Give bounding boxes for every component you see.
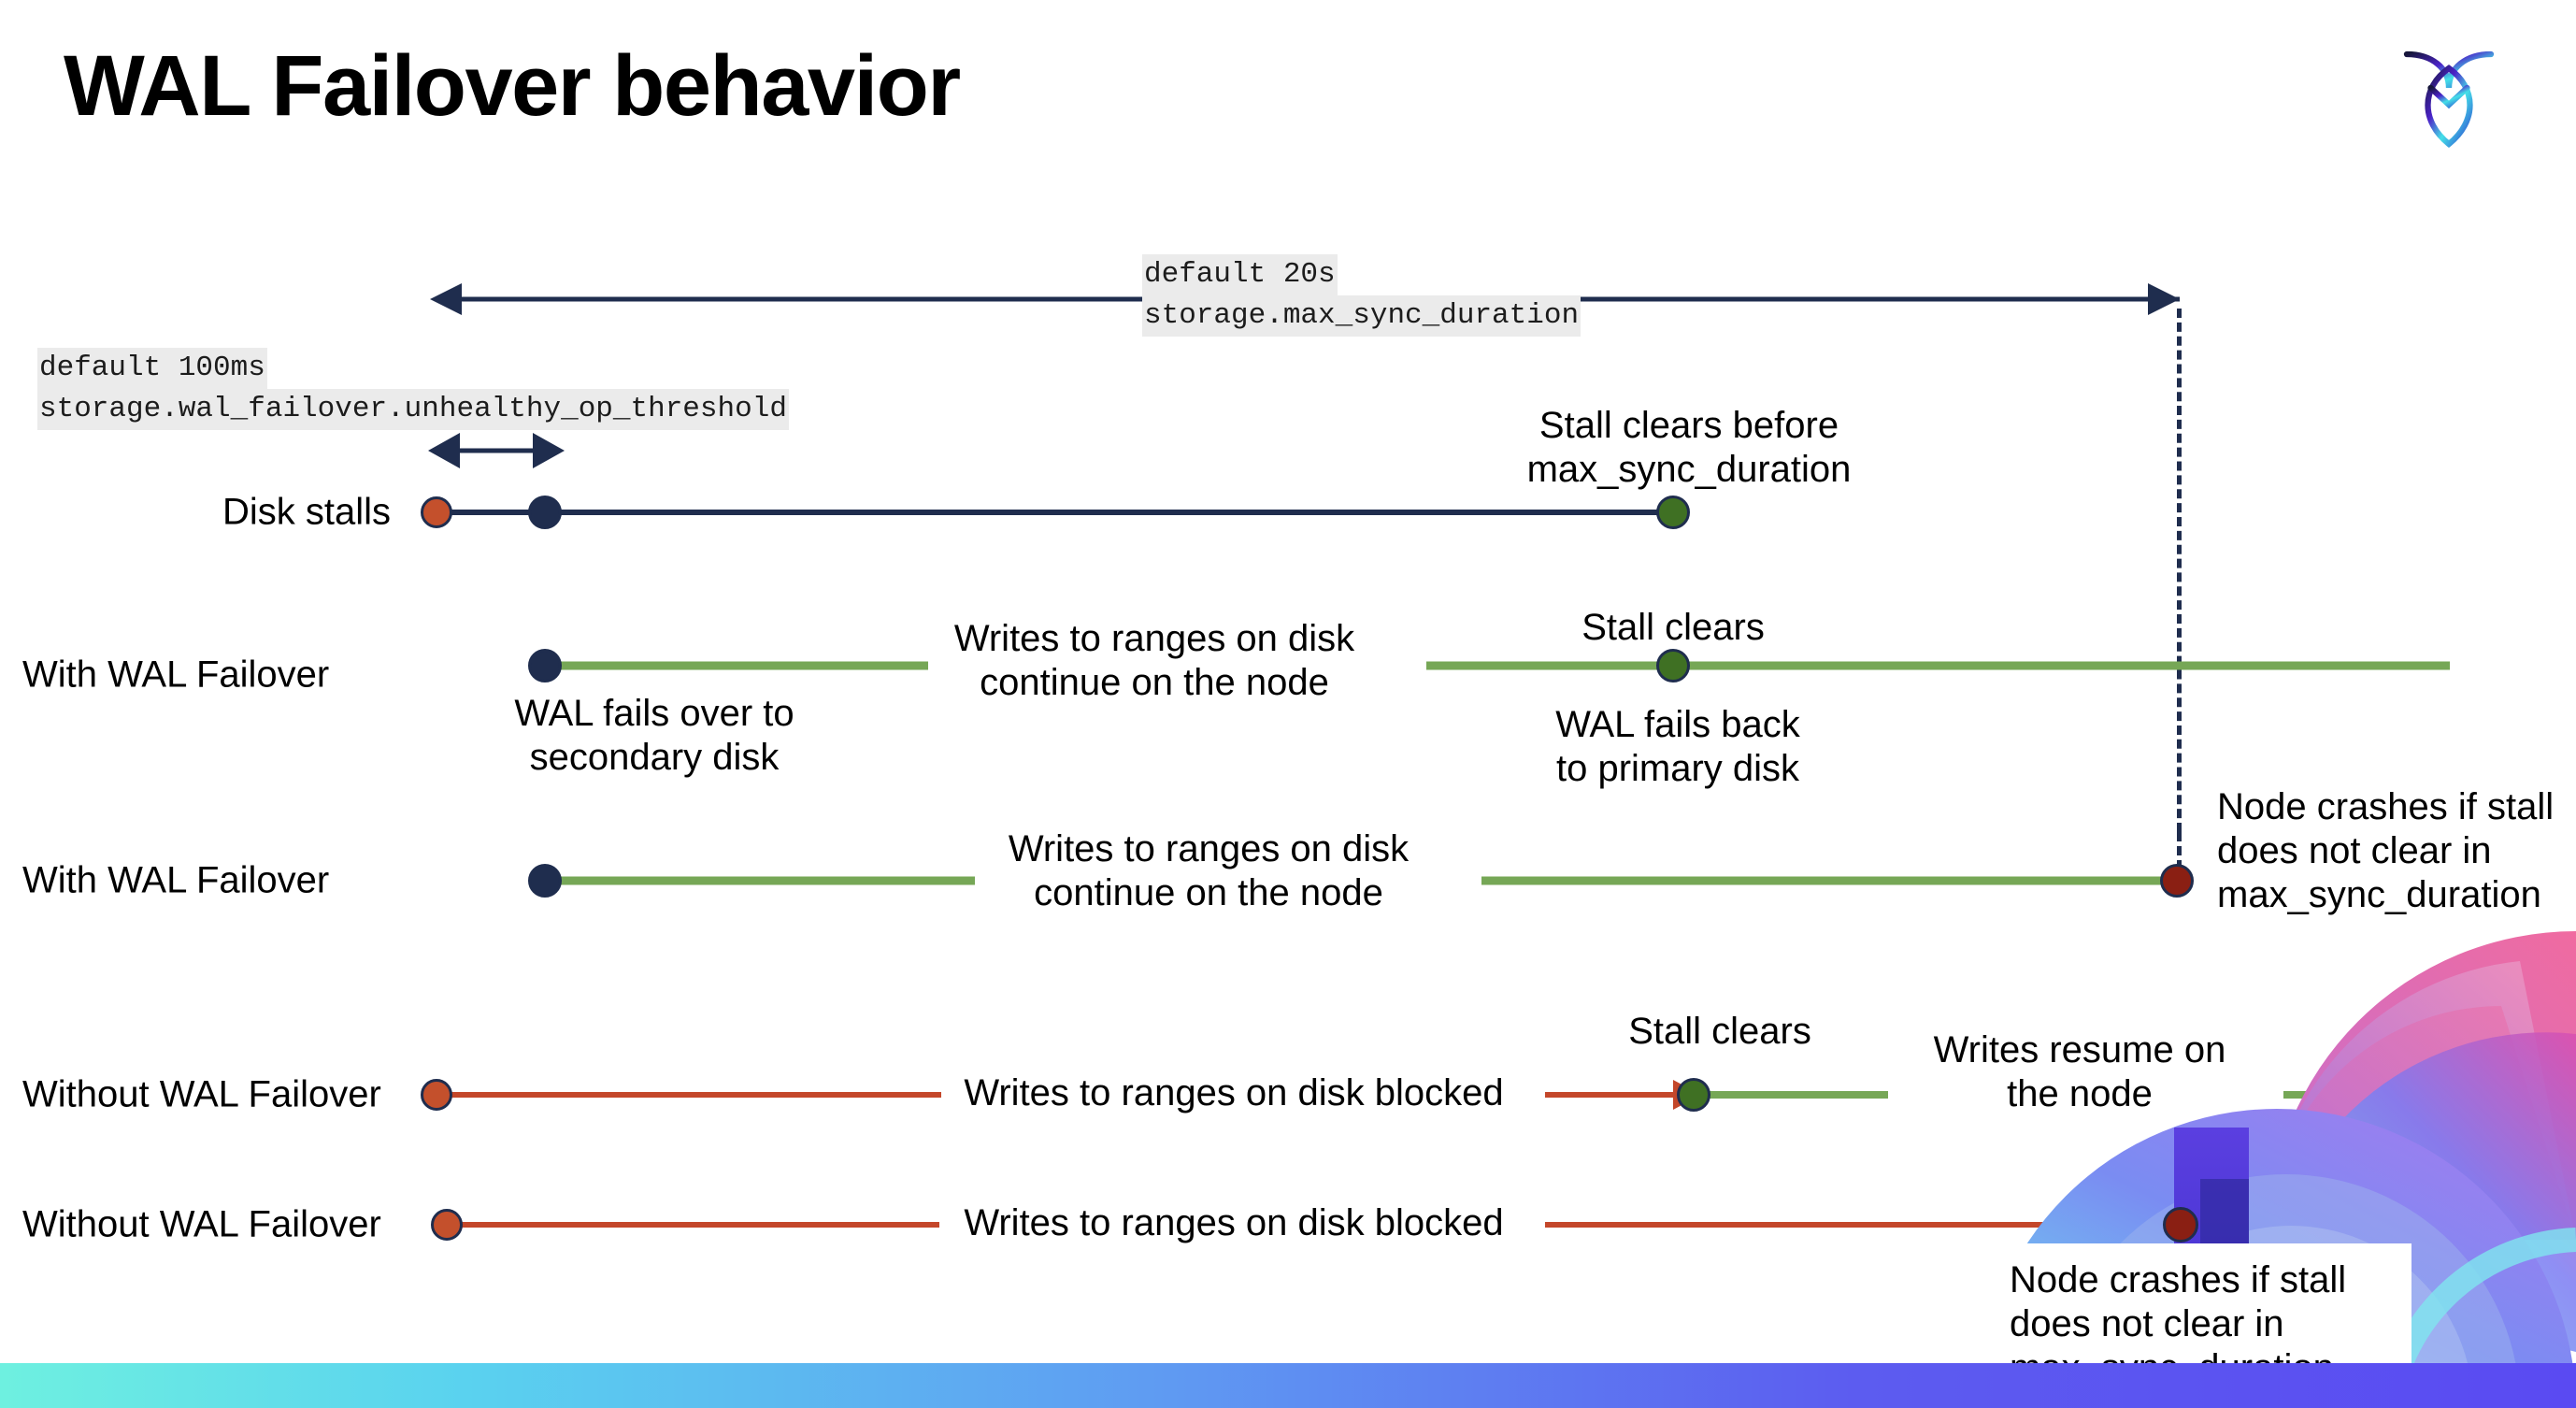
annot-stall-clears-1: Stall clears — [1581, 607, 1765, 648]
without-wal-1-resume-segment — [1701, 1091, 1888, 1099]
max-sync-name-label: storage.max_sync_duration — [1142, 295, 1581, 337]
annot-writes-blocked-2: Writes to ranges on disk blocked — [964, 1202, 1504, 1243]
wal-failover-1-segment-right — [1426, 661, 2450, 670]
without-wal-2-blocked-segment — [447, 1222, 939, 1228]
max-sync-arrow-right-head — [2148, 283, 2180, 315]
unhealthy-threshold-span-line — [458, 448, 535, 453]
bottom-gradient-bar — [0, 1363, 2576, 1408]
row-label-with-wal-failover-1: With WAL Failover — [22, 654, 330, 696]
disk-stalls-threshold-dot — [528, 496, 562, 529]
row-label-without-wal-failover-2: Without WAL Failover — [22, 1203, 381, 1245]
row-label-with-wal-failover-2: With WAL Failover — [22, 859, 330, 901]
unhealthy-threshold-arrow-left-head — [428, 433, 460, 468]
annot-wal-fails-over: WAL fails over to secondary disk — [514, 693, 794, 778]
cockroachdb-logo — [2379, 26, 2519, 166]
max-sync-dashed-drop-2 — [2177, 832, 2182, 884]
page-title: WAL Failover behavior — [64, 38, 961, 134]
unhealthy-threshold-arrow-right-head — [533, 433, 565, 468]
annot-stall-clears-before: Stall clears before max_sync_duration — [1526, 405, 1852, 490]
annot-writes-blocked-1: Writes to ranges on disk blocked — [964, 1072, 1504, 1113]
max-sync-default-label: default 20s — [1142, 254, 1338, 295]
without-wal-1-clear-dot — [1677, 1078, 1710, 1112]
wal-failover-2-segment-left — [545, 876, 975, 885]
wal-failover-2-crash-dot — [2160, 864, 2194, 898]
without-wal-1-resume-segment-2 — [2283, 1091, 2447, 1099]
unhealthy-op-name-label: storage.wal_failover.unhealthy_op_thresh… — [37, 389, 789, 430]
wal-failover-1-start-dot — [528, 649, 562, 682]
row-label-without-wal-failover-1: Without WAL Failover — [22, 1073, 381, 1115]
without-wal-1-blocked-segment-2 — [1545, 1092, 1681, 1098]
without-wal-1-blocked-segment — [436, 1092, 941, 1098]
setting-unhealthy-op-threshold: default 100ms storage.wal_failover.unhea… — [37, 348, 789, 430]
wal-failover-1-segment-left — [545, 661, 928, 670]
annot-writes-continue-2: Writes to ranges on disk continue on the… — [1008, 828, 1410, 913]
annot-node-crashes-1: Node crashes if stall does not clear in … — [2217, 786, 2555, 915]
annot-stall-clears-2: Stall clears — [1628, 1011, 1811, 1052]
unhealthy-op-default-label: default 100ms — [37, 348, 267, 389]
wal-failover-2-start-dot — [528, 864, 562, 898]
wal-failover-1-clear-dot — [1656, 649, 1690, 682]
row-label-disk-stalls: Disk stalls — [222, 491, 392, 533]
wal-failover-2-segment-right — [1481, 876, 2178, 885]
disk-stalls-timeline — [436, 510, 1675, 515]
annot-writes-resume: Writes resume on the node — [1933, 1029, 2226, 1114]
without-wal-2-crash-dot — [2163, 1207, 2198, 1243]
setting-max-sync-duration: default 20s storage.max_sync_duration — [1142, 254, 1581, 337]
without-wal-2-start-dot — [431, 1209, 463, 1241]
max-sync-dashed-drop-1 — [2177, 309, 2182, 832]
max-sync-arrow-left-head — [430, 283, 462, 315]
annot-wal-fails-back: WAL fails back to primary disk — [1555, 704, 1800, 789]
without-wal-2-blocked-segment-2 — [1545, 1222, 2167, 1228]
disk-stalls-start-dot — [421, 496, 452, 528]
disk-stalls-clear-dot — [1656, 496, 1690, 529]
without-wal-1-start-dot — [421, 1079, 452, 1111]
annot-writes-continue-1: Writes to ranges on disk continue on the… — [953, 618, 1355, 703]
